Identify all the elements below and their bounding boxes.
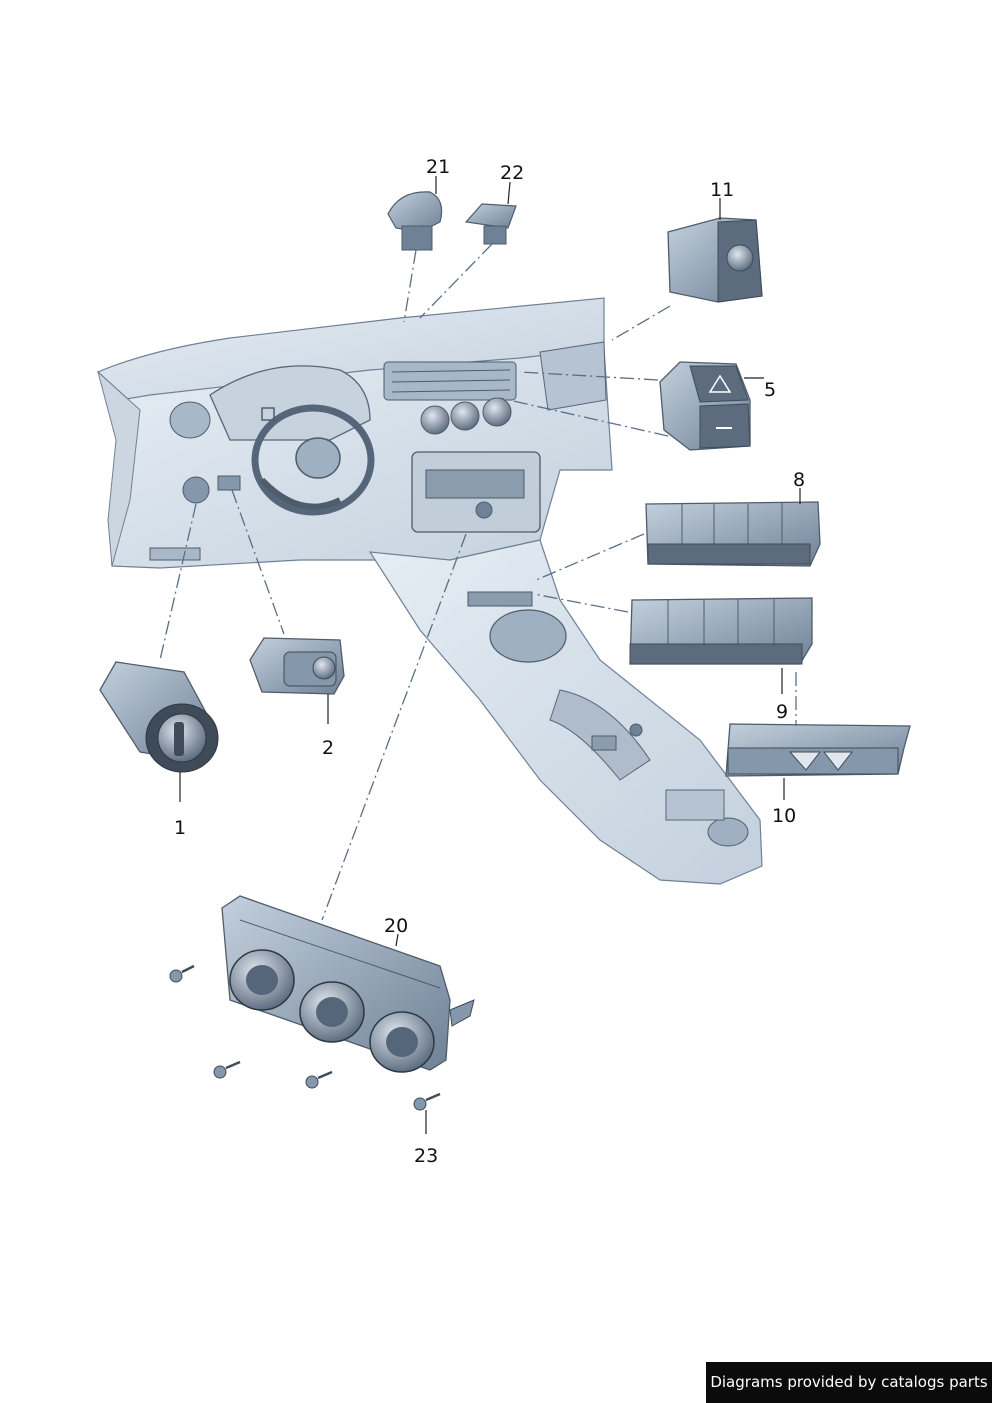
callout-labels: 21 22 11 5 8 9 10 2 1 20 23 — [174, 156, 805, 1167]
screw-icon — [305, 1070, 333, 1089]
dashboard-illustration — [96, 297, 763, 885]
part-1-light-switch[interactable] — [99, 661, 219, 773]
callout-1: 1 — [174, 817, 186, 839]
callout-10: 10 — [772, 805, 796, 827]
leader-lines — [179, 176, 801, 1134]
callout-11: 11 — [710, 179, 734, 201]
part-9-switch-bank-lower[interactable] — [629, 597, 813, 665]
callout-23: 23 — [414, 1145, 438, 1167]
part-8-switch-bank-upper[interactable] — [645, 501, 821, 567]
callout-5: 5 — [764, 379, 776, 401]
callout-22: 22 — [500, 162, 524, 184]
part-23-screws[interactable] — [169, 964, 441, 1111]
callout-8: 8 — [793, 469, 805, 491]
connector-lines — [159, 243, 797, 921]
callout-21: 21 — [426, 156, 450, 178]
screw-icon — [169, 964, 195, 983]
callout-20: 20 — [384, 915, 408, 937]
part-2-headlight-regulator[interactable] — [249, 637, 345, 695]
part-20-climate-control[interactable] — [221, 895, 475, 1073]
screw-icon — [213, 1060, 241, 1079]
part-10-blank-panel[interactable] — [725, 723, 911, 777]
part-21-dome-sensor[interactable] — [387, 191, 443, 251]
part-11-rotary-switch[interactable] — [667, 217, 763, 303]
part-22-alarm-sensor[interactable] — [464, 203, 517, 245]
credit-banner: Diagrams provided by catalogs parts — [706, 1362, 992, 1403]
part-5-hazard-switch[interactable] — [659, 361, 751, 451]
screw-icon — [413, 1092, 441, 1111]
callout-9: 9 — [776, 701, 788, 723]
callout-2: 2 — [322, 737, 334, 759]
